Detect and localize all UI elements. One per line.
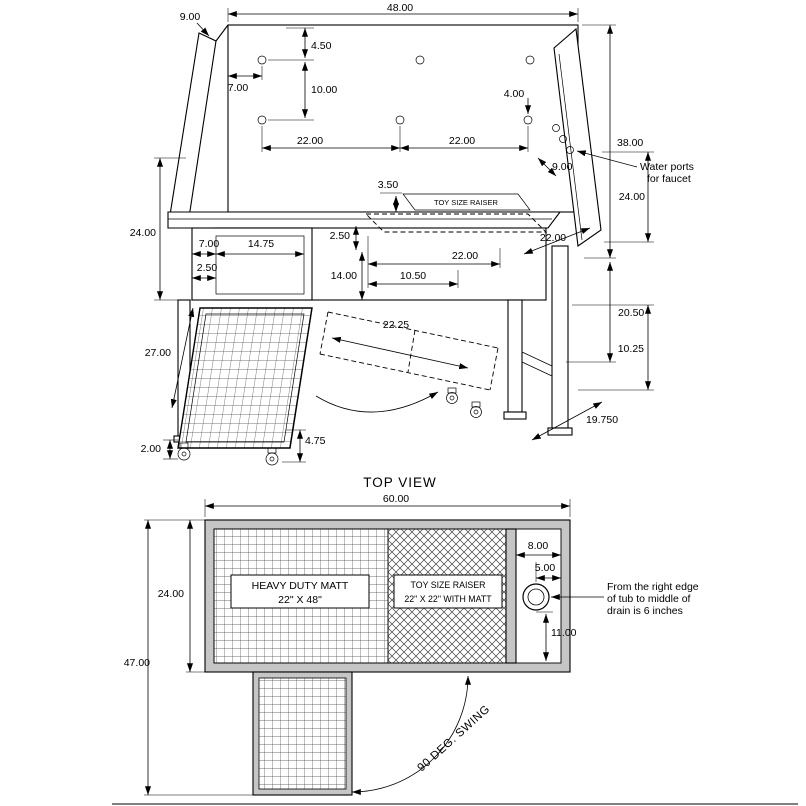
dim-drain-side: 5.00 xyxy=(535,562,556,574)
casters xyxy=(177,442,279,466)
dim-port-offset: 4.00 xyxy=(504,88,525,100)
top-view-title: TOP VIEW xyxy=(363,475,437,490)
dim-drain-front: 11.00 xyxy=(551,627,577,639)
dim-cabinet-offset: 7.00 xyxy=(199,238,220,250)
dim-left-height: 24.00 xyxy=(130,227,156,239)
dim-caster-assembly: 4.75 xyxy=(305,435,326,447)
left-panel xyxy=(169,32,217,225)
dim-right-panel-edge: 22.00 xyxy=(540,232,566,244)
dim-raiser-thickness: 3.50 xyxy=(378,179,399,191)
top-view-structure xyxy=(204,519,571,796)
dim-ramp-length: 27.00 xyxy=(145,347,171,359)
matt-label-line2: 22" X 48" xyxy=(278,594,322,606)
drain-note-line3: drain is 6 inches xyxy=(607,605,683,617)
top-view: TOP VIEW xyxy=(124,475,699,796)
dim-leg-depth: 19.750 xyxy=(586,414,618,426)
dim-hole-span-left: 22.00 xyxy=(297,135,323,147)
side-view: 9.00 48.00 4.50 10.00 7.00 22.00 22.00 4… xyxy=(130,2,694,466)
dim-back-height: 38.00 xyxy=(617,137,643,149)
dim-leg-height: 20.50 xyxy=(618,307,644,319)
dim-step-inset: 10.50 xyxy=(400,270,426,282)
back-panel-holes xyxy=(257,55,535,125)
slide-out-arrow xyxy=(315,391,439,413)
dim-top-left-panel: 9.00 xyxy=(180,11,201,23)
partition-wall xyxy=(505,528,517,664)
dim-top-view-width: 60.00 xyxy=(383,493,409,505)
side-view-structure xyxy=(167,24,602,466)
swing-label: 90 DEG. SWING xyxy=(416,703,493,774)
dim-brace-offset: 10.25 xyxy=(618,343,644,355)
dim-rim-thickness: 2.50 xyxy=(330,230,351,242)
side-ramp xyxy=(177,307,313,449)
back-panel xyxy=(227,24,579,213)
toy-raiser-label: TOY SIZE RAISER xyxy=(434,198,498,207)
dim-hole-left-offset: 7.00 xyxy=(228,82,249,94)
dim-cabinet-width: 14.75 xyxy=(248,238,274,250)
dim-tub-inner-span: 22.00 xyxy=(452,250,478,262)
matt-label-line1: HEAVY DUTY MATT xyxy=(252,580,349,592)
ramp-mesh xyxy=(258,677,347,790)
dim-tub-depth: 24.00 xyxy=(158,588,184,600)
right-panel xyxy=(553,27,602,247)
dim-total-depth: 47.00 xyxy=(124,657,150,669)
dim-right-panel-width: 9.00 xyxy=(552,161,573,173)
dim-hole-top-offset: 4.50 xyxy=(311,40,332,52)
swing-arc xyxy=(351,675,472,796)
drain-note-line1: From the right edge xyxy=(607,581,699,593)
dim-hole-span-right: 22.00 xyxy=(449,135,475,147)
top-view-dimensions xyxy=(144,499,604,796)
water-port-holes xyxy=(552,124,574,154)
drain xyxy=(522,583,550,611)
dim-step-travel: 22.25 xyxy=(383,319,409,331)
side-view-dimensions xyxy=(154,8,654,463)
water-ports-note-line2: for faucet xyxy=(647,173,691,185)
dim-hole-row-gap: 10.00 xyxy=(311,84,337,96)
dim-right-upper: 24.00 xyxy=(619,191,645,203)
cabinet xyxy=(191,227,313,301)
drain-note-line2: of tub to middle of xyxy=(607,593,691,605)
water-ports-note-line1: Water ports xyxy=(640,161,694,173)
raiser-label-line2: 22" X 22" WITH MATT xyxy=(404,594,492,604)
dim-right-section: 8.00 xyxy=(528,540,549,552)
side-view-labels: 9.00 48.00 4.50 10.00 7.00 22.00 22.00 4… xyxy=(130,2,694,455)
dim-caster-height: 2.00 xyxy=(141,443,162,455)
dim-cabinet-inset: 2.50 xyxy=(197,262,218,274)
tub-rim xyxy=(167,211,562,229)
raiser-label-line1: TOY SIZE RAISER xyxy=(411,580,486,590)
dim-tub-inner-depth: 14.00 xyxy=(331,270,357,282)
dim-top-width: 48.00 xyxy=(387,2,413,14)
